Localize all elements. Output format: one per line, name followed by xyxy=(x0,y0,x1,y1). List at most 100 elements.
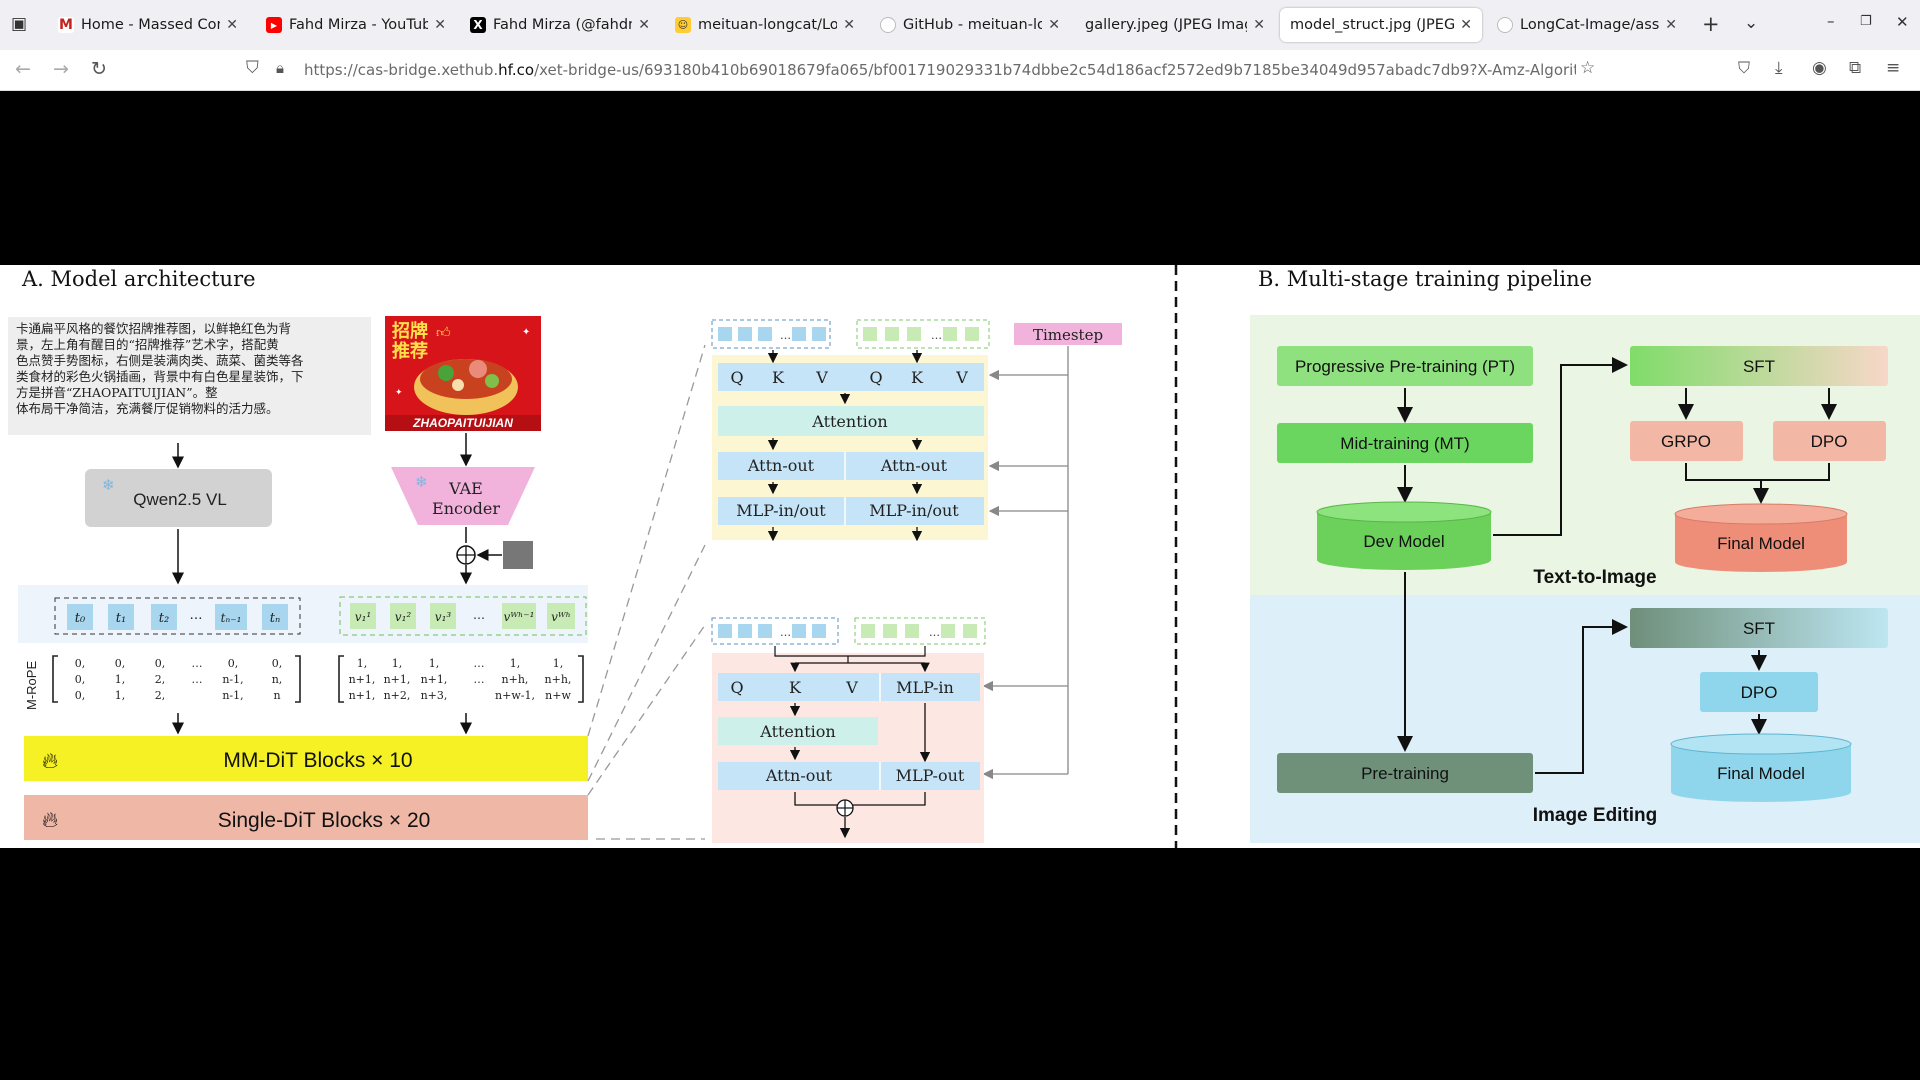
prompt-line: 卡通扁平风格的餐饮招牌推荐图，以鲜艳红色为背 xyxy=(16,321,291,336)
mlp-label: MLP-in/out xyxy=(736,501,826,520)
url-bar[interactable]: ⛉ 🔒︎ https://cas-bridge.xethub.hf.co/xet… xyxy=(240,55,1600,85)
star-decoration-icon: ✦ xyxy=(395,388,403,398)
mini-token xyxy=(738,624,752,638)
tab-home-massed-compute[interactable]: M Home - Massed Compute ✕ xyxy=(58,17,238,33)
account-icon[interactable]: ◉ xyxy=(1812,58,1827,78)
mini-token xyxy=(863,327,877,341)
pretraining-stage-label: Pre-training xyxy=(1361,764,1449,783)
extensions-icon[interactable]: ⧉ xyxy=(1849,58,1862,78)
attention-label: Attention xyxy=(759,722,835,741)
tab-x-twitter[interactable]: X Fahd Mirza (@fahdmirza) ✕ xyxy=(460,8,660,42)
mini-token xyxy=(861,624,875,638)
q-label: Q xyxy=(869,368,882,387)
tab-model-struct-active[interactable]: model_struct.jpg (JPEG Image) ✕ xyxy=(1280,8,1482,42)
matrix-cell: 1, xyxy=(392,657,403,670)
matrix-cell: 2, xyxy=(155,689,166,702)
tab-list-chevron-icon[interactable]: ⌄ xyxy=(1744,13,1759,33)
prompt-line: 方是拼音“ZHAOPAITUIJIAN”。整 xyxy=(16,385,218,400)
matrix-cell: 1, xyxy=(115,689,126,702)
v-label: V xyxy=(845,678,858,697)
matrix-left-bracket xyxy=(338,655,344,703)
matrix-cell: 0, xyxy=(75,657,86,670)
matrix-cell: 0, xyxy=(228,657,239,670)
matrix-cell: n xyxy=(273,689,280,702)
pt-stage-box xyxy=(1277,346,1533,386)
tab-huggingface[interactable]: ☺ meituan-longcat/LongCat ✕ xyxy=(665,8,865,42)
mt-stage-label: Mid-training (MT) xyxy=(1340,434,1469,453)
vae-encoder-box xyxy=(391,467,535,525)
grpo-stage-box xyxy=(1630,421,1743,461)
matrix-cell: n+2, xyxy=(384,689,411,702)
lock-icon[interactable]: 🔒︎ xyxy=(276,59,284,77)
close-tab-icon[interactable]: ✕ xyxy=(1460,17,1472,33)
mini-token xyxy=(812,624,826,638)
text-token-mini-row: … xyxy=(718,624,826,639)
mini-token xyxy=(718,327,732,341)
download-icon[interactable]: ⤓ xyxy=(1775,58,1783,78)
mlp-row xyxy=(718,497,984,525)
prompt-box xyxy=(8,317,371,435)
ellipsis: … xyxy=(190,608,203,623)
attention-box xyxy=(718,406,984,436)
grpo-stage-label: GRPO xyxy=(1661,432,1711,451)
text-token-label: tₙ xyxy=(270,611,281,626)
mmdit-blocks-bar xyxy=(24,736,588,781)
reload-icon[interactable]: ↻ xyxy=(91,58,107,80)
close-tab-icon[interactable]: ✕ xyxy=(843,17,855,33)
text-token xyxy=(108,604,134,630)
back-icon[interactable]: ← xyxy=(15,58,31,80)
close-tab-icon[interactable]: ✕ xyxy=(434,17,446,33)
github-icon xyxy=(1497,17,1513,33)
image-token xyxy=(430,603,456,629)
tab-github[interactable]: GitHub - meituan-longcat ✕ xyxy=(870,8,1070,42)
image-token-label: vᵂʰ⁻¹ xyxy=(504,610,535,624)
image-token-label: vᵂʰ xyxy=(551,610,571,624)
timestep-label: Timestep xyxy=(1033,326,1103,344)
close-tab-icon[interactable]: ✕ xyxy=(638,17,650,33)
tab-gallery-jpeg[interactable]: gallery.jpeg (JPEG Image) ✕ xyxy=(1085,17,1265,33)
text-to-image-label: Text-to-Image xyxy=(1533,567,1656,588)
ellipsis: … xyxy=(780,329,791,342)
text-token xyxy=(262,604,288,630)
new-tab-icon[interactable]: + xyxy=(1702,12,1720,36)
matrix-cell: n+1, xyxy=(384,673,411,686)
matrix-cell: n+h, xyxy=(502,673,529,686)
menu-icon[interactable]: ≡ xyxy=(1886,58,1901,78)
close-tab-icon[interactable]: ✕ xyxy=(1665,17,1677,33)
huggingface-icon: ☺ xyxy=(675,17,691,33)
attn-out-label: Attn-out xyxy=(880,456,948,475)
image-token-label: v₁¹ xyxy=(355,610,371,624)
matrix-cell: 1, xyxy=(115,673,126,686)
q-label: Q xyxy=(730,368,743,387)
mini-token xyxy=(792,624,806,638)
close-window-icon[interactable]: ✕ xyxy=(1896,13,1909,31)
attention-box xyxy=(718,717,878,745)
close-tab-icon[interactable]: ✕ xyxy=(226,17,238,33)
matrix-cell: 0, xyxy=(75,689,86,702)
attn-out-mlp-out-row xyxy=(718,762,980,790)
url-text[interactable]: https://cas-bridge.xethub.hf.co/xet-brid… xyxy=(304,61,1576,79)
close-tab-icon[interactable]: ✕ xyxy=(1048,17,1060,33)
x-icon: X xyxy=(470,17,486,33)
matrix-cell: n+1, xyxy=(421,673,448,686)
tab-youtube[interactable]: ▶ Fahd Mirza - YouTube ✕ xyxy=(256,8,456,42)
forward-icon[interactable]: → xyxy=(53,58,69,80)
text-token-mini-row: … xyxy=(718,327,826,342)
matrix-cell: … xyxy=(192,657,203,670)
close-tab-icon[interactable]: ✕ xyxy=(1253,17,1265,33)
image-token-mini-row: … xyxy=(863,327,979,342)
bookmark-star-icon[interactable]: ☆ xyxy=(1580,58,1596,78)
image-title-line1: 招牌 xyxy=(392,320,428,341)
github-icon xyxy=(880,17,896,33)
minimize-icon[interactable]: – xyxy=(1827,12,1835,30)
tab-overview-icon[interactable]: ▣ xyxy=(11,14,28,34)
prompt-text: 卡通扁平风格的餐饮招牌推荐图，以鲜艳红色为背 景，左上角有醒目的“招牌推荐”艺术… xyxy=(16,321,304,416)
matrix-right-bracket xyxy=(295,655,301,703)
text-token xyxy=(67,604,93,630)
text-token-group xyxy=(54,597,301,635)
k-label: K xyxy=(789,678,802,697)
tab-longcat-assets[interactable]: LongCat-Image/assets ✕ xyxy=(1487,8,1687,42)
shield-icon[interactable]: ⛉ xyxy=(246,58,259,78)
maximize-icon[interactable]: ❐ xyxy=(1860,14,1872,29)
pocket-icon[interactable]: ⛉ xyxy=(1738,58,1751,77)
